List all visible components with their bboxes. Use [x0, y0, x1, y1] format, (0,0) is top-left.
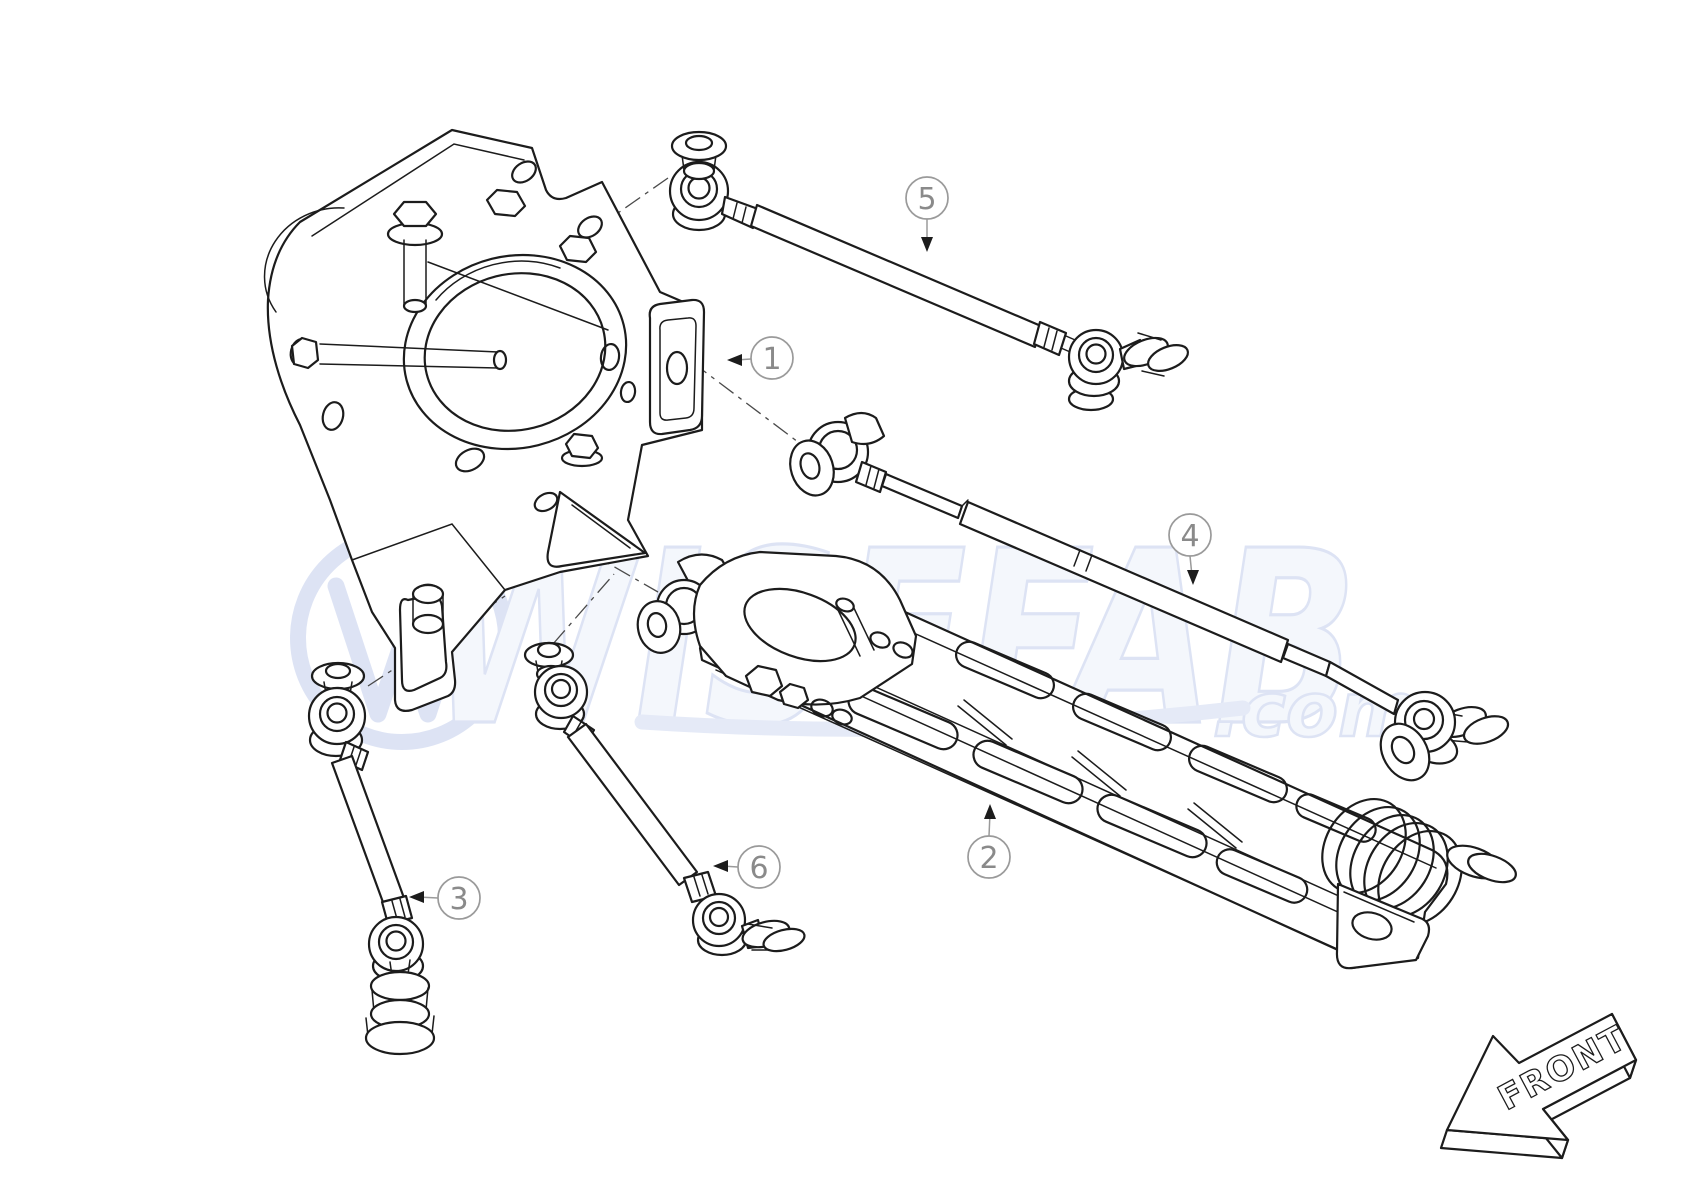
callout-1-label: 1	[762, 342, 781, 377]
side-hat-bushing	[740, 918, 806, 953]
bolt-icon	[386, 200, 444, 314]
callout-3: 3	[409, 876, 481, 920]
lower-mount-bracket	[398, 583, 448, 692]
ball-stud	[411, 613, 445, 635]
part-2-lower-arm	[636, 550, 1517, 970]
bolt-icon	[778, 682, 810, 710]
lower-nose-bracket	[546, 490, 647, 568]
upper-mount-bracket	[648, 298, 706, 436]
part-6-rod	[523, 641, 806, 957]
rod-end-bushing	[1067, 328, 1190, 412]
callout-3-label: 3	[449, 882, 468, 917]
callout-5: 5	[905, 176, 949, 252]
front-direction-arrow: FRONT	[1439, 1012, 1638, 1160]
callout-4: 4	[1168, 513, 1212, 585]
callout-2: 2	[967, 804, 1011, 879]
part-3-rod	[307, 661, 436, 1056]
callout-6: 6	[713, 845, 781, 889]
rear-eye-plate	[1335, 882, 1431, 970]
callout-2-label: 2	[979, 841, 998, 876]
callout-5-label: 5	[917, 182, 936, 217]
part-4-rod	[789, 411, 1510, 782]
callout-4-label: 4	[1180, 519, 1199, 554]
bolt-icon	[485, 188, 527, 218]
bottom-hat-bushing	[364, 959, 436, 1056]
bolt-icon	[560, 432, 604, 468]
callout-6-label: 6	[749, 851, 768, 886]
part-1-upright	[263, 128, 706, 712]
clevis-plate	[692, 550, 918, 726]
bolt-icon	[558, 234, 598, 264]
callout-1: 1	[727, 336, 794, 380]
rod-end-housing	[307, 686, 367, 746]
part-5-rod	[668, 130, 1190, 412]
bolt-icon	[744, 664, 784, 698]
rod-end-bushing	[1379, 690, 1510, 782]
pivot-pin	[290, 336, 508, 371]
